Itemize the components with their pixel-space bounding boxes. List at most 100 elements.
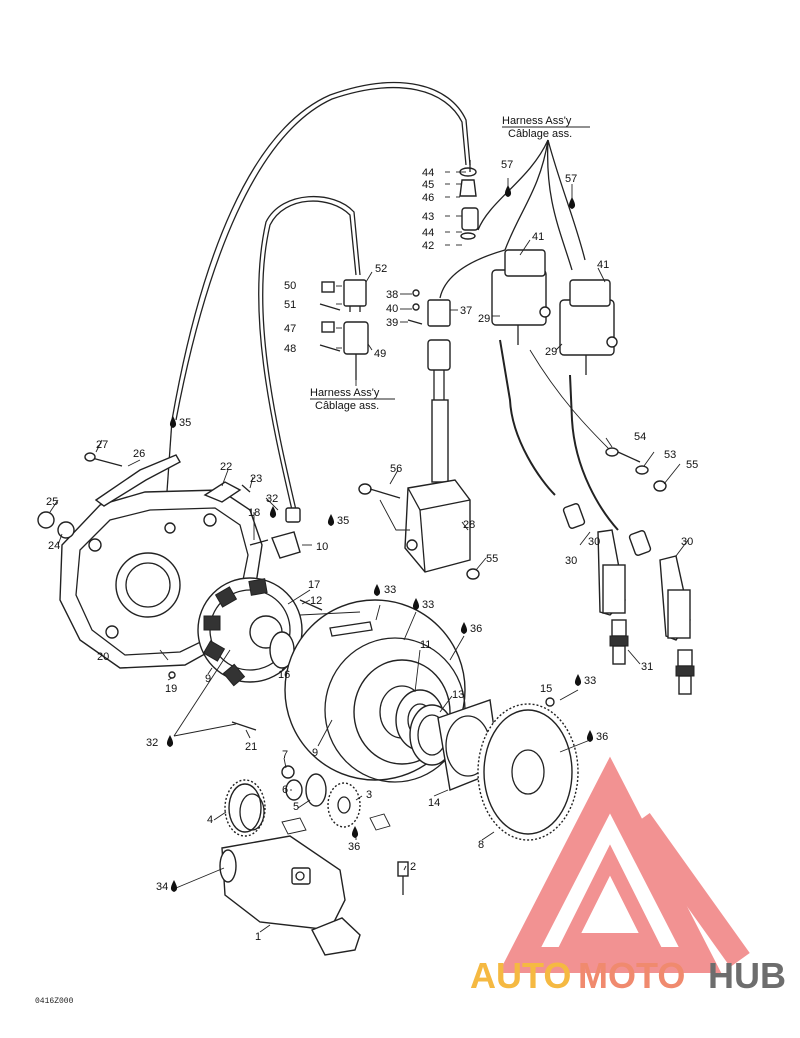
part-label: 17 (308, 579, 320, 591)
part-label: 5 (293, 801, 299, 813)
seal-40 (412, 303, 420, 311)
part-label: 51 (284, 299, 296, 311)
leader-lines (49, 171, 689, 933)
oring-24 (57, 521, 75, 539)
cdi-module-28 (404, 479, 471, 573)
plug-25 (37, 511, 55, 529)
nut-55 (466, 568, 480, 580)
washer-19 (168, 671, 176, 679)
part-label: 30 (565, 555, 577, 567)
drop-icon (170, 880, 178, 892)
harness-caption-mid: Harness Ass'y Câblage ass. (310, 380, 395, 412)
part-label: 46 (422, 192, 434, 204)
connector-37 (427, 299, 451, 327)
part-label: 3 (366, 789, 372, 801)
part-label: 55 (686, 459, 698, 471)
terminal-47 (321, 321, 335, 333)
part-label: 9 (205, 673, 211, 685)
part-label: 33 (422, 599, 434, 611)
drop-icon (327, 514, 335, 526)
spark-plug-left (609, 619, 629, 665)
part-label: 27 (96, 439, 108, 451)
harness-caption-mid-fr: Câblage ass. (315, 400, 379, 412)
connector-10 (271, 507, 301, 559)
ht-lead-right (569, 374, 619, 531)
part-label: 16 (278, 669, 290, 681)
part-label: 32 (266, 493, 278, 505)
part-label: 14 (428, 797, 440, 809)
part-label: 38 (386, 289, 398, 301)
part-label: 11 (420, 639, 431, 651)
bolt-56 (358, 483, 401, 499)
part-label: 50 (284, 280, 296, 292)
part-label: 12 (310, 595, 322, 607)
part-label: 24 (48, 540, 60, 552)
part-label: 36 (470, 623, 482, 635)
drop-icon (504, 185, 512, 197)
part-label: 7 (282, 749, 288, 761)
screw-15 (545, 697, 555, 707)
spark-plug-cap-right (628, 530, 691, 641)
bolt-2 (397, 861, 409, 895)
part-label: 4 (207, 814, 213, 826)
part-label: 47 (284, 323, 296, 335)
ground-wire (529, 349, 611, 451)
washer-7 (281, 765, 295, 779)
harness-loop-outer-2 (175, 87, 467, 421)
pin-48 (319, 344, 341, 352)
part-label: 44 (422, 227, 434, 239)
part-label: 19 (165, 683, 177, 695)
part-label: 54 (634, 431, 646, 443)
clamp-22 (203, 481, 242, 503)
drop-icon (351, 826, 359, 838)
part-label: 6 (282, 784, 288, 796)
screw-18 (249, 539, 269, 546)
connector-stack-top (459, 160, 479, 240)
harness-to-37 (439, 249, 506, 299)
part-label: 36 (348, 841, 360, 853)
part-label: 40 (386, 303, 398, 315)
watermark-moto: MOTO (578, 955, 685, 996)
part-label: 35 (337, 515, 349, 527)
part-label: 37 (460, 305, 472, 317)
harness-top-branch-4 (547, 139, 586, 261)
ring-gear-8 (477, 703, 579, 841)
spark-plug-cap-left (562, 503, 626, 616)
part-label: 49 (374, 348, 386, 360)
part-label: 36 (596, 731, 608, 743)
pin-39 (407, 319, 423, 325)
seal-38 (412, 289, 420, 297)
bolt-27 (91, 457, 123, 467)
part-label: 25 (46, 496, 58, 508)
drop-icon (169, 416, 177, 428)
part-label: 41 (597, 259, 609, 271)
harness-loop-inner (262, 200, 357, 511)
part-label: 30 (681, 536, 693, 548)
part-label: 20 (97, 651, 109, 663)
part-label: 33 (384, 584, 396, 596)
part-label: 18 (248, 507, 260, 519)
screw-23 (241, 484, 251, 493)
part-label: 48 (284, 343, 296, 355)
harness-caption-top: Harness Ass'y Câblage ass. (502, 115, 590, 140)
shaft-a (281, 817, 307, 835)
connector-52-housing (343, 279, 367, 312)
watermark-text: AUTO MOTO HUB (470, 955, 786, 996)
watermark-logo (498, 756, 750, 973)
part-label: 41 (532, 231, 544, 243)
drawing-code: 0416Z000 (35, 997, 74, 1006)
harness-caption-top-en: Harness Ass'y (502, 115, 572, 127)
spark-plug-right (675, 649, 695, 695)
ignition-coil-left (491, 249, 551, 345)
terminal-50 (321, 281, 335, 293)
part-label: 1 (255, 931, 261, 943)
connector-49-housing (343, 321, 369, 380)
part-label: 55 (486, 553, 498, 565)
part-label: 22 (220, 461, 232, 473)
drop-icon (568, 197, 576, 209)
drop-icon (269, 506, 277, 518)
part-number-labels: 1 2 3 4 5 6 7 8 9 9 10 11 12 13 14 15 16… (46, 159, 698, 943)
drop-icon (574, 674, 582, 686)
part-label: 10 (316, 541, 328, 553)
